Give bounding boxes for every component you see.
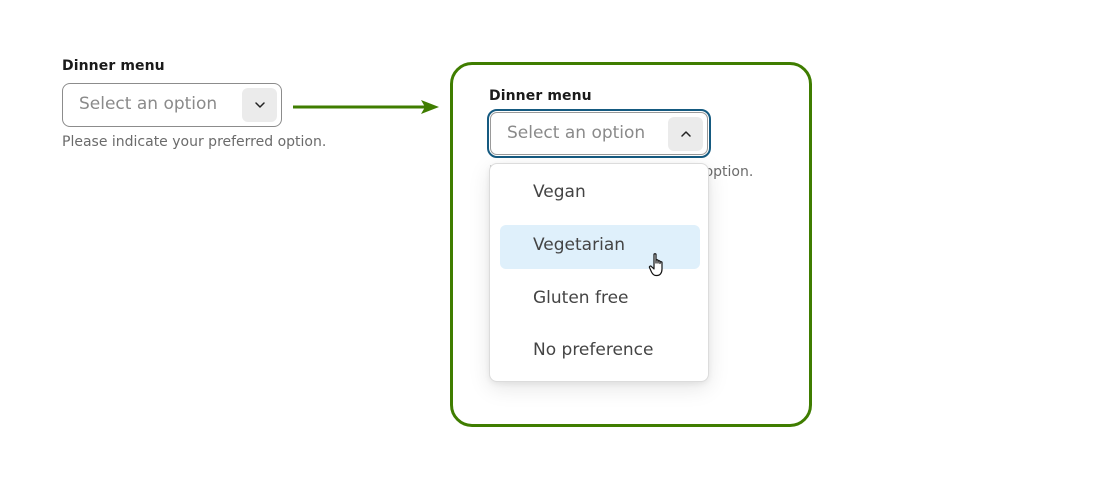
- option-gluten-free[interactable]: Gluten free: [500, 278, 700, 322]
- option-label: Vegan: [533, 182, 586, 202]
- field-hint: Please indicate your preferred option.: [62, 134, 327, 150]
- chevron-up-icon: [680, 131, 691, 137]
- options-listbox: Vegan Vegetarian Gluten free No preferen…: [489, 163, 709, 382]
- select-placeholder: Select an option: [507, 123, 646, 143]
- option-label: Vegetarian: [533, 235, 626, 255]
- option-label: No preference: [533, 340, 654, 360]
- field-label: Dinner menu: [62, 58, 165, 74]
- select-toggle-button[interactable]: [242, 88, 277, 122]
- select-placeholder: Select an option: [79, 94, 218, 114]
- arrow-right-icon: [293, 100, 439, 114]
- select-toggle-button[interactable]: [668, 117, 703, 151]
- option-label: Gluten free: [533, 288, 629, 308]
- select-focus-ring: Select an option: [487, 109, 711, 158]
- option-vegetarian[interactable]: Vegetarian: [500, 225, 700, 269]
- dinner-menu-select-open[interactable]: Select an option: [490, 112, 708, 155]
- hand-pointer-icon: [648, 253, 663, 277]
- dinner-menu-select[interactable]: Select an option: [62, 83, 282, 127]
- option-vegan[interactable]: Vegan: [500, 172, 700, 216]
- option-no-preference[interactable]: No preference: [500, 330, 700, 374]
- field-label: Dinner menu: [489, 88, 592, 104]
- highlight-frame: [450, 62, 812, 427]
- chevron-down-icon: [254, 102, 265, 108]
